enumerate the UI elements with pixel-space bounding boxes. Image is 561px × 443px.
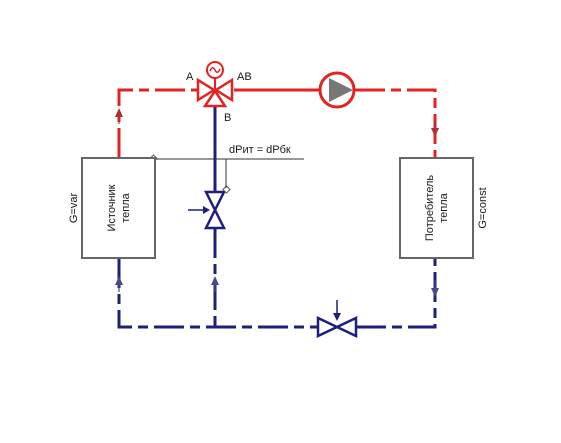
flow-arrow-icon <box>115 276 123 292</box>
balancing-valve-icon <box>188 185 231 230</box>
heat-consumer-label-line1: Потребитель <box>424 175 436 241</box>
port-ab-label: AB <box>237 71 252 83</box>
heat-source-box <box>81 157 156 259</box>
port-b-label: B <box>224 112 231 124</box>
source-flow-label: G=var <box>68 193 80 224</box>
consumer-flow-label: G=const <box>477 187 489 228</box>
flow-arrow-icon <box>431 120 439 137</box>
flow-arrow-icon <box>115 108 123 124</box>
flow-arrow-icon <box>211 276 219 292</box>
flow-arrow-icon <box>431 280 439 297</box>
supply-pipe-left <box>117 88 197 158</box>
supply-pipe-after-pump <box>355 88 437 158</box>
return-pipe-right <box>356 258 437 329</box>
heat-consumer-box <box>399 157 474 259</box>
heat-source-label-line1: Источник <box>106 184 118 231</box>
return-pipe-left <box>117 258 318 329</box>
motor-actuator-icon <box>206 61 224 79</box>
bypass-valve-icon <box>316 300 358 338</box>
three-way-valve-icon <box>196 76 234 108</box>
pressure-measure-line <box>149 154 304 188</box>
port-a-label: A <box>186 71 194 83</box>
circulation-pump-icon <box>318 71 356 109</box>
heat-source-label-line2: тепла <box>120 192 132 222</box>
return-line <box>117 258 437 329</box>
heat-consumer-label-line2: тепла <box>438 192 450 222</box>
pressure-equality-label: dPит = dPбк <box>229 144 291 156</box>
